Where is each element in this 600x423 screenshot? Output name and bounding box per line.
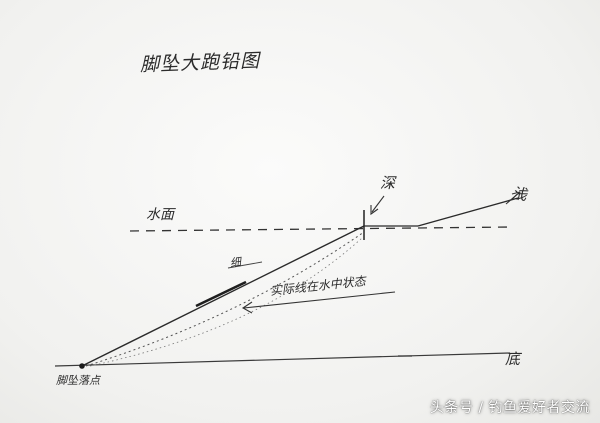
diagram-title: 脚坠大跑铅图: [139, 49, 261, 76]
deep-pointer-head: [370, 205, 379, 216]
water-surface-label: 水面: [146, 207, 174, 223]
shallow-line: [417, 197, 519, 227]
bottom-label: 底: [505, 350, 521, 368]
shallow-pointer: [505, 191, 521, 205]
deep-label: 深: [380, 174, 396, 192]
actual-line-curve-2: [89, 237, 363, 367]
water-surface-line: [129, 226, 513, 232]
bottom-line: [54, 352, 511, 367]
actual-line-curve: [85, 231, 365, 367]
annotation-arrow-head: [241, 301, 253, 314]
shallow-label: 浅: [510, 184, 529, 204]
sinker-dot: [79, 363, 85, 369]
sinker-label: 脚坠落点: [56, 374, 100, 387]
thin-segment: [195, 280, 247, 308]
deep-pointer: [371, 195, 385, 213]
thin-underline: [227, 261, 263, 269]
watermark: 头条号 / 钓鱼爱好者交流: [429, 400, 590, 416]
annotation-arrow: [243, 291, 396, 309]
fishing-line: [81, 225, 365, 367]
thin-label: 细: [229, 255, 242, 270]
